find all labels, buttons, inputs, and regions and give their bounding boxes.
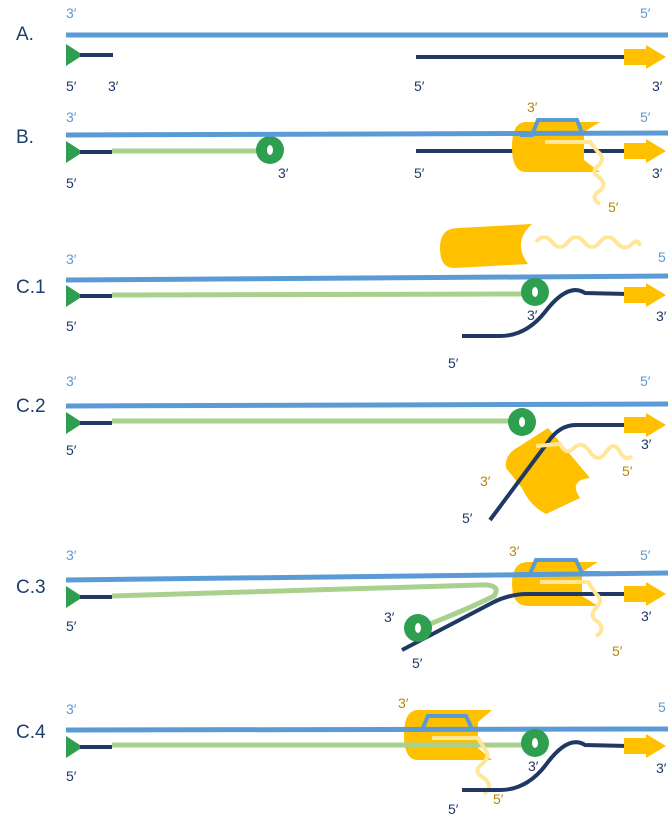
primer-triangle-icon xyxy=(66,44,83,66)
end-label: 3′ xyxy=(527,99,538,115)
nascent-dna-hairpin xyxy=(111,582,499,627)
nascent-dna xyxy=(111,291,523,298)
promoter-arrow-icon xyxy=(624,734,666,758)
rna-transcript xyxy=(540,580,604,638)
end-label: 3′ xyxy=(527,307,538,323)
panel-label-c1: C.1 xyxy=(16,277,46,298)
end-label: 5′ xyxy=(66,78,77,94)
template-strand xyxy=(65,401,669,409)
end-label: 5′ xyxy=(66,768,77,784)
end-label: 3′ xyxy=(656,308,667,324)
rna-transcript xyxy=(432,736,491,796)
primer-triangle-icon xyxy=(66,141,83,163)
panel-label-c4: C.4 xyxy=(16,722,46,743)
end-label: 5′ xyxy=(462,510,473,526)
primer-triangle-icon xyxy=(66,285,83,307)
polymerase-core xyxy=(532,287,538,297)
end-label: 3′ xyxy=(278,165,289,181)
end-label: 3′ xyxy=(528,758,539,774)
displaced-strand xyxy=(401,592,628,652)
template-strand xyxy=(65,570,669,583)
panel-b: B. 3′ 5′ 5′ 3′ 5′ 3′ 5′ 3′ xyxy=(16,99,669,215)
end-label: 5′ xyxy=(66,318,77,334)
polymerase-core xyxy=(519,417,525,427)
panel-label-a: A. xyxy=(16,24,34,45)
transcription-bubble xyxy=(412,714,490,732)
end-label: 3′ xyxy=(384,609,395,625)
rna-transcript xyxy=(535,441,634,461)
end-label: 3′ xyxy=(66,109,77,125)
panel-c3: C.3 3′ 5′ 5′ 3′ 5′ 3′ 3′ 5′ xyxy=(16,543,669,671)
panel-c1: C.1 3′ 5 5′ 3′ 5′ 3′ xyxy=(16,224,669,371)
end-label: 3′ xyxy=(509,543,520,559)
template-strand xyxy=(65,130,669,138)
end-label: 5′ xyxy=(414,165,425,181)
end-label: 3′ xyxy=(641,608,652,624)
primer-triangle-icon xyxy=(66,736,83,758)
promoter-arrow-icon xyxy=(624,45,666,69)
end-label: 3′ xyxy=(398,695,409,711)
polymerase-core xyxy=(415,623,421,633)
end-label: 3′ xyxy=(66,701,77,717)
primer-triangle-icon xyxy=(66,412,83,434)
end-label: 5′ xyxy=(414,78,425,94)
end-label: 3′ xyxy=(480,473,491,489)
end-label: 5′ xyxy=(640,373,651,389)
end-label: 3′ xyxy=(656,760,667,776)
end-label: 5 xyxy=(658,699,666,715)
end-label: 5′ xyxy=(412,655,423,671)
end-label: 3′ xyxy=(66,251,77,267)
panel-a: A. 3′ 5′ 5′ 3′ 5′ 3′ xyxy=(16,5,668,94)
panel-label-c3: C.3 xyxy=(16,577,46,598)
transcription-bubble xyxy=(520,558,600,576)
template-strand xyxy=(65,726,669,733)
end-label: 5′ xyxy=(622,463,633,479)
released-rna-polymerase xyxy=(440,224,532,268)
end-label: 3′ xyxy=(641,436,652,452)
released-rna-transcript xyxy=(534,235,642,250)
promoter-arrow-icon xyxy=(624,582,666,606)
displaced-strand xyxy=(462,740,629,792)
displaced-strand xyxy=(462,288,629,338)
displaced-strand xyxy=(488,422,628,522)
transcription-bubble xyxy=(520,118,600,137)
end-label: 3′ xyxy=(652,165,663,181)
end-label: 3′ xyxy=(108,78,119,94)
end-label: 5 xyxy=(658,249,666,265)
end-label: 5′ xyxy=(66,442,77,458)
promoter-arrow-icon xyxy=(624,139,666,163)
end-label: 5′ xyxy=(640,109,651,125)
rna-polymerase xyxy=(512,122,600,172)
end-label: 5′ xyxy=(640,547,651,563)
end-label: 5′ xyxy=(66,618,77,634)
promoter-arrow-icon xyxy=(624,283,666,307)
end-label: 3′ xyxy=(66,547,77,563)
panel-label-c2: C.2 xyxy=(16,396,46,417)
panel-label-b: B. xyxy=(16,127,34,148)
end-label: 5′ xyxy=(608,199,619,215)
panel-c4: C.4 3′ 5 5′ 3′ 5′ 3′ 3′ 5′ xyxy=(16,695,669,817)
end-label: 5′ xyxy=(448,355,459,371)
rna-transcript xyxy=(545,140,606,206)
polymerase-core xyxy=(267,145,273,155)
rna-polymerase xyxy=(505,428,590,514)
end-label: 5′ xyxy=(612,643,623,659)
end-label: 5′ xyxy=(640,5,651,21)
panel-c2: C.2 3′ 5′ 5′ 3′ 3′ 5′ 5′ xyxy=(16,373,669,526)
end-label: 3′ xyxy=(652,78,663,94)
end-label: 3′ xyxy=(66,5,77,21)
end-label: 5′ xyxy=(493,791,504,807)
primer-triangle-icon xyxy=(66,586,83,608)
template-strand xyxy=(65,273,669,283)
polymerase-core xyxy=(532,738,538,748)
end-label: 5′ xyxy=(66,175,77,191)
promoter-arrow-icon xyxy=(624,413,666,437)
end-label: 3′ xyxy=(66,373,77,389)
end-label: 5′ xyxy=(448,801,459,817)
